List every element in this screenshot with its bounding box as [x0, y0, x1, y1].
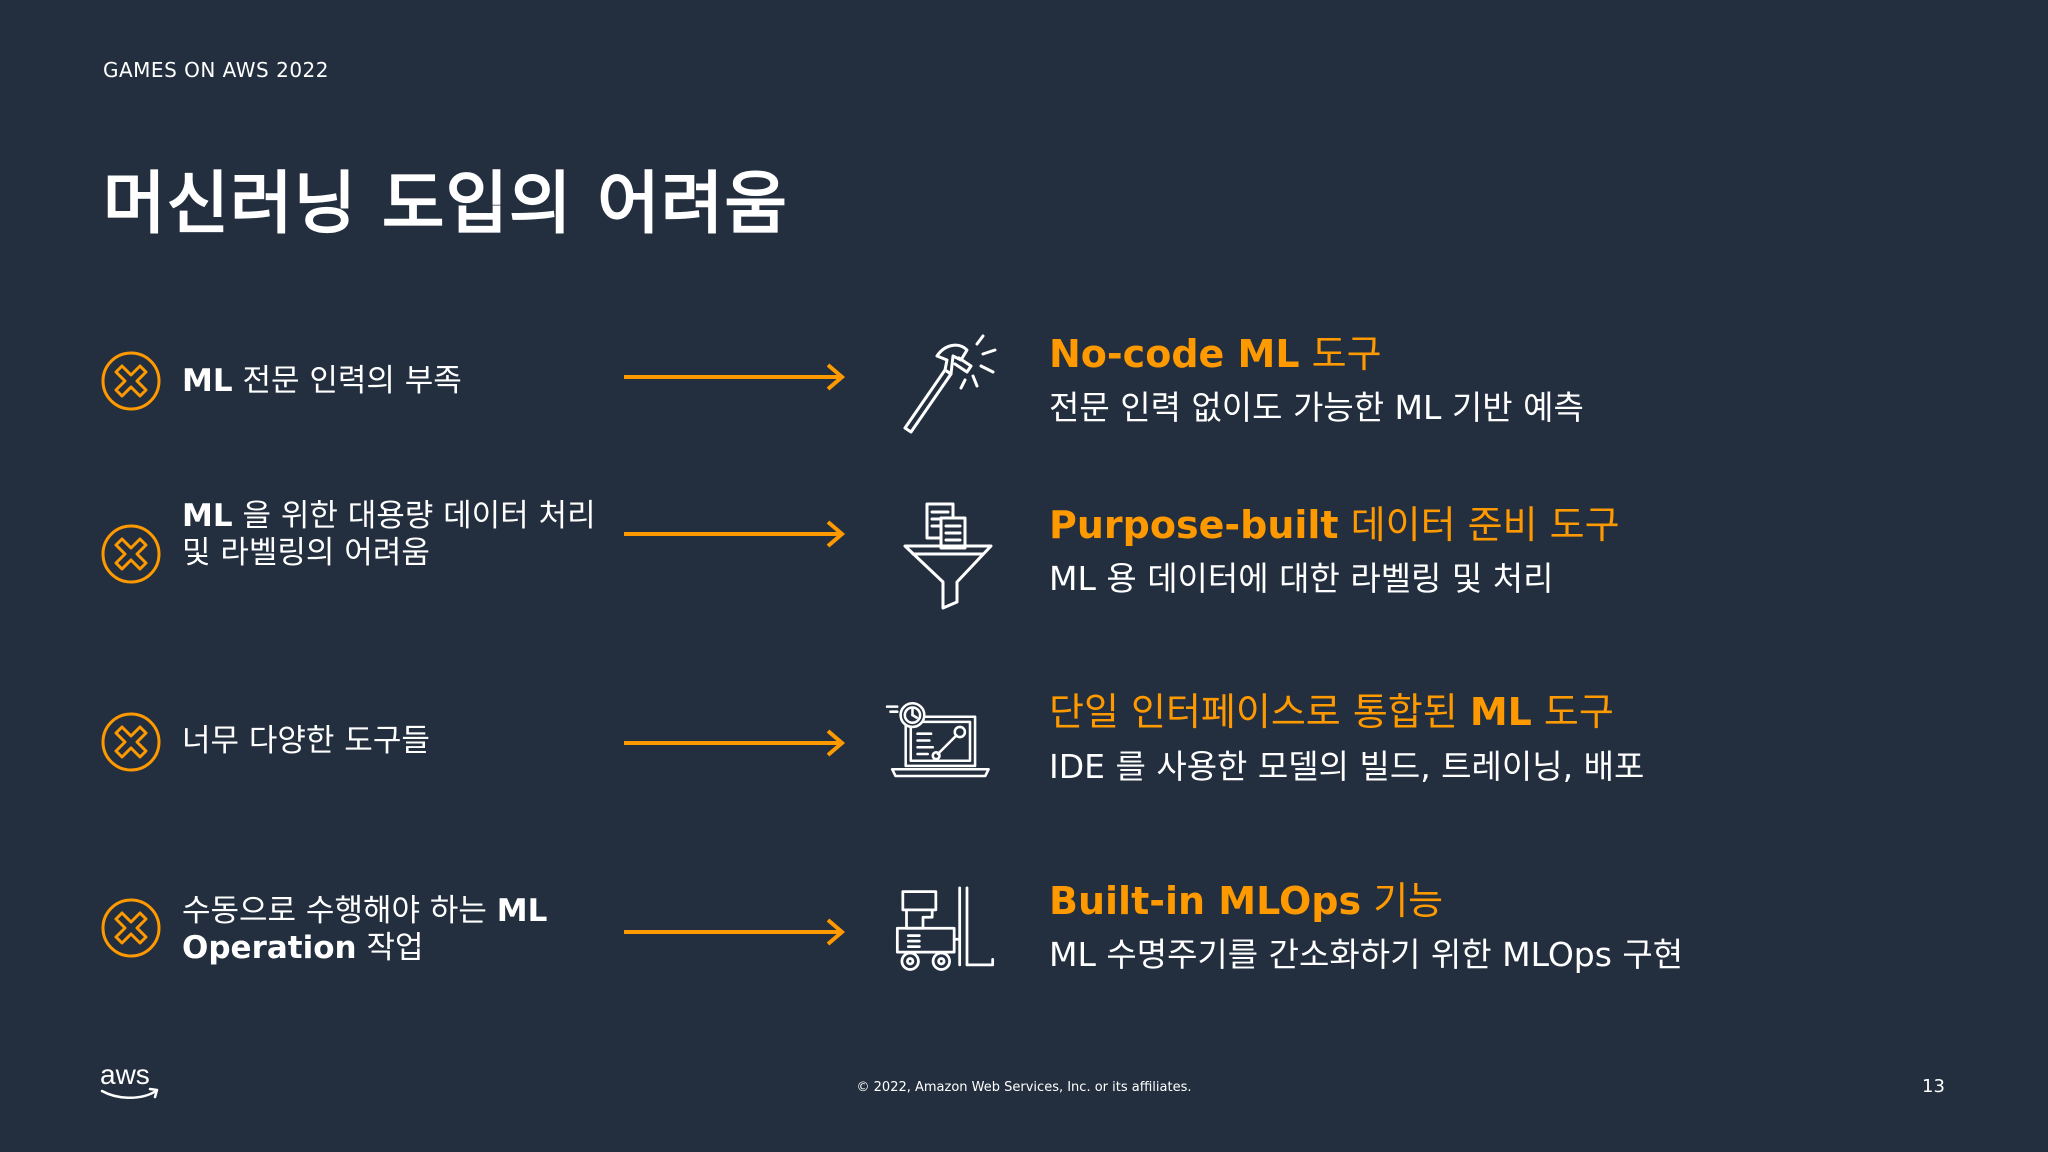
svg-text:aws: aws	[100, 1060, 150, 1090]
forklift-icon	[895, 886, 995, 971]
slide-title: 머신러닝 도입의 어려움	[103, 165, 788, 244]
copyright: © 2022, Amazon Web Services, Inc. or its…	[856, 1080, 1192, 1095]
page-number: 13	[1922, 1076, 1945, 1097]
problem-text-1: ML 전문 인력의 부족	[182, 363, 462, 399]
document-funnel-icon	[903, 502, 993, 610]
event-label: GAMES ON AWS 2022	[103, 58, 329, 82]
problem-text-3: 너무 다양한 도구들	[182, 723, 430, 759]
hammer-icon	[903, 334, 997, 434]
solution-desc-2: ML 용 데이터에 대한 라벨링 및 처리	[1049, 559, 1554, 598]
arrow-right-icon	[624, 918, 846, 946]
x-circle-icon	[101, 524, 161, 584]
x-circle-icon	[101, 351, 161, 411]
arrow-right-icon	[624, 520, 846, 548]
solution-heading-2: Purpose-built 데이터 준비 도구	[1049, 503, 1620, 547]
laptop-ide-icon	[885, 701, 990, 778]
solution-heading-1: No-code ML 도구	[1049, 332, 1382, 376]
solution-desc-3: IDE 를 사용한 모델의 빌드, 트레이닝, 배포	[1049, 747, 1645, 786]
solution-desc-4: ML 수명주기를 간소화하기 위한 MLOps 구현	[1049, 935, 1684, 974]
solution-heading-4: Built-in MLOps 기능	[1049, 879, 1444, 923]
solution-heading-3: 단일 인터페이스로 통합된 ML 도구	[1049, 690, 1614, 734]
arrow-right-icon	[624, 363, 846, 391]
x-circle-icon	[101, 898, 161, 958]
aws-logo: aws	[100, 1060, 159, 1099]
x-circle-icon	[101, 712, 161, 772]
arrow-right-icon	[624, 729, 846, 757]
solution-desc-1: 전문 인력 없이도 가능한 ML 기반 예측	[1049, 388, 1584, 427]
